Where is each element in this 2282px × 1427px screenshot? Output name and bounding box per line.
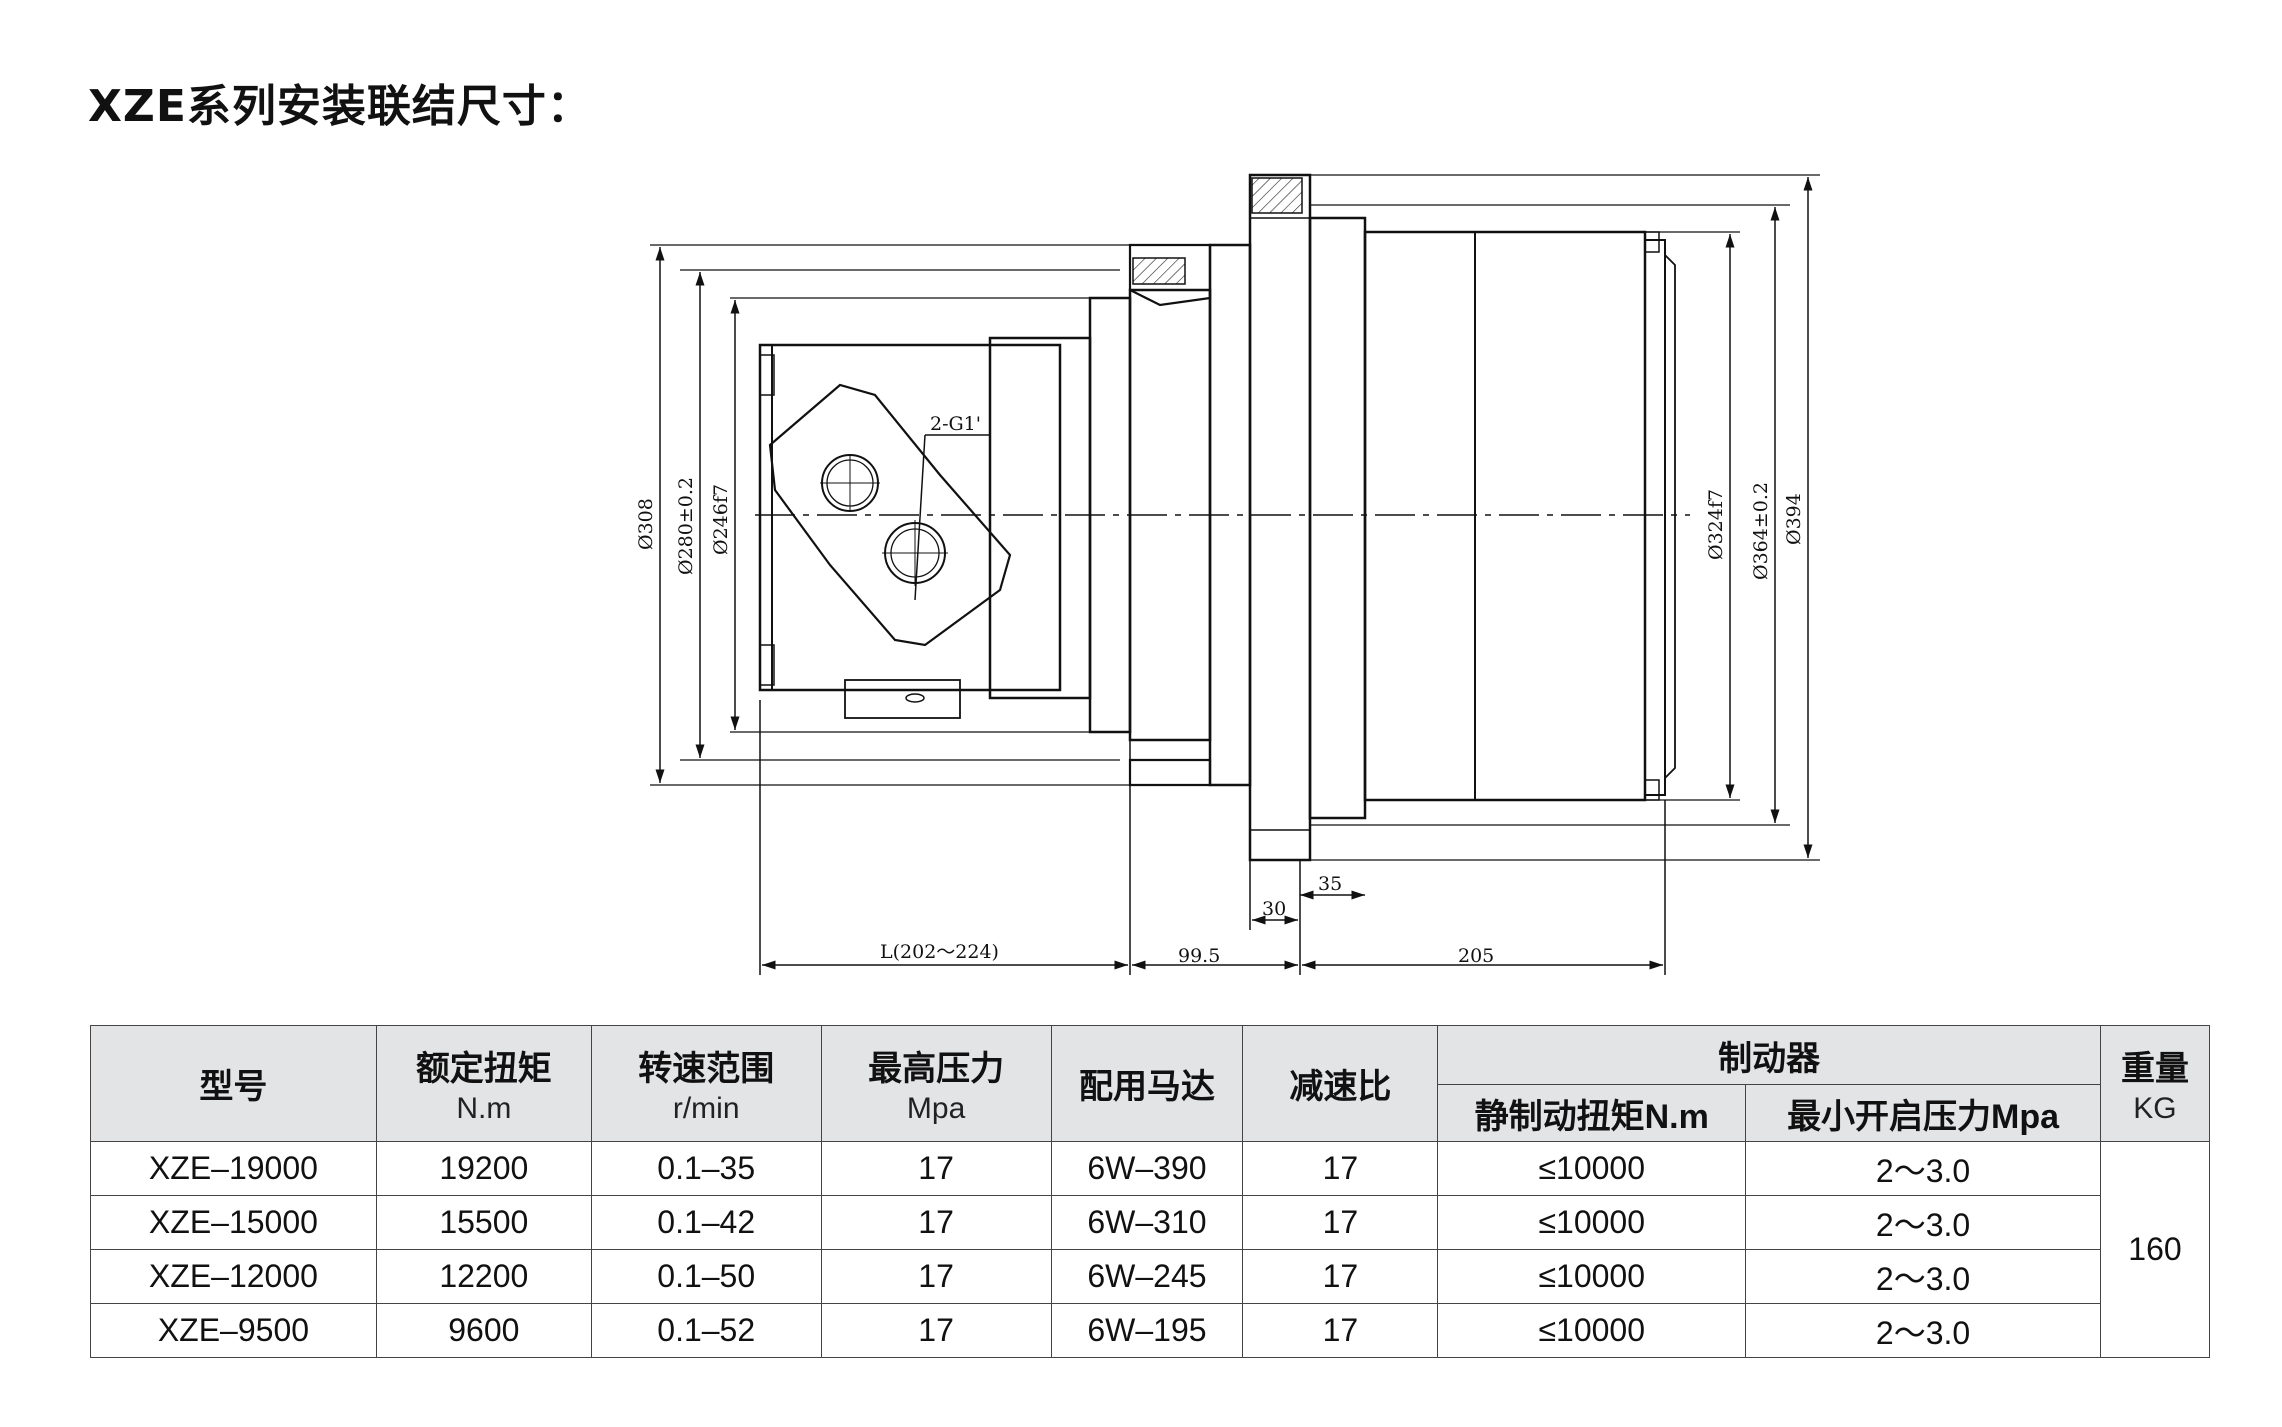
dim-d280: Ø280±0.2 [675, 477, 697, 575]
cell-torque: 12200 [375, 1249, 592, 1304]
cell-motor: 6W–195 [1050, 1303, 1244, 1358]
header-pressure-unit: Mpa [906, 1092, 966, 1125]
page-title: XZE系列安装联结尺寸： [88, 81, 592, 132]
cell-brake-pressure: 2～3.0 [1745, 1141, 2101, 1196]
cell-pressure: 17 [820, 1141, 1052, 1196]
cell-ratio: 17 [1242, 1141, 1439, 1196]
cell-torque: 9600 [375, 1303, 592, 1358]
header-speed-unit: r/min [672, 1092, 740, 1125]
header-brake-torque: 静制动扭矩N.m [1437, 1084, 1747, 1142]
cell-model: XZE–12000 [90, 1249, 377, 1304]
cell-motor: 6W–245 [1050, 1249, 1244, 1304]
cell-brake-torque: ≤10000 [1437, 1303, 1747, 1358]
dim-d394: Ø394 [1783, 493, 1805, 545]
table-row: XZE–19000 19200 0.1–35 17 6W–390 17 ≤100… [90, 1141, 2211, 1358]
dim-99-5: 99.5 [1178, 945, 1220, 967]
cell-brake-pressure: 2～3.0 [1745, 1303, 2101, 1358]
dim-35: 35 [1318, 873, 1342, 895]
cell-model: XZE–19000 [90, 1141, 377, 1196]
spec-table: 型号 额定扭矩 N.m 转速范围 r/min 最高压力 Mpa 配用马达 减速比 制动… [90, 1025, 2211, 1358]
cell-pressure: 17 [820, 1249, 1052, 1304]
header-torque: 额定扭矩 N.m [375, 1025, 592, 1142]
cell-ratio: 17 [1242, 1303, 1439, 1358]
cell-weight: 160 [2099, 1141, 2211, 1358]
header-speed: 转速范围 r/min [590, 1025, 822, 1142]
header-weight-unit: KG [2133, 1092, 2177, 1125]
cell-brake-torque: ≤10000 [1437, 1195, 1747, 1250]
header-pressure-label: 最高压力 [868, 1050, 1005, 1088]
cell-ratio: 17 [1242, 1249, 1439, 1304]
dim-30: 30 [1262, 898, 1286, 920]
header-brake-pressure: 最小开启压力Mpa [1745, 1084, 2101, 1142]
header-brake: 制动器 [1437, 1025, 2101, 1085]
cell-torque: 15500 [375, 1195, 592, 1250]
cell-brake-torque: ≤10000 [1437, 1249, 1747, 1304]
cell-brake-pressure: 2～3.0 [1745, 1249, 2101, 1304]
cell-brake-pressure: 2～3.0 [1745, 1195, 2101, 1250]
port-label: 2-G1' [930, 413, 981, 435]
cell-pressure: 17 [820, 1303, 1052, 1358]
header-speed-label: 转速范围 [638, 1050, 775, 1088]
dim-d308: Ø308 [635, 498, 657, 550]
dim-L: L(202～224) [880, 941, 999, 963]
dim-d246: Ø246f7 [710, 484, 732, 555]
dim-d324: Ø324f7 [1705, 489, 1727, 560]
header-weight: 重量 KG [2099, 1025, 2211, 1142]
technical-drawing: 2-G1' Ø308 Ø280±0.2 Ø246f7 Ø324f7 Ø364±0… [635, 173, 1820, 975]
header-torque-label: 额定扭矩 [415, 1050, 552, 1088]
header-motor: 配用马达 [1050, 1025, 1244, 1142]
dim-d364: Ø364±0.2 [1750, 482, 1772, 580]
header-weight-label: 重量 [2120, 1050, 2189, 1088]
header-pressure: 最高压力 Mpa [820, 1025, 1052, 1142]
cell-speed: 0.1–50 [590, 1249, 822, 1304]
header-ratio: 减速比 [1242, 1025, 1439, 1142]
cell-ratio: 17 [1242, 1195, 1439, 1250]
cell-speed: 0.1–52 [590, 1303, 822, 1358]
header-torque-unit: N.m [456, 1092, 512, 1125]
table-row: XZE–9500 9600 0.1–52 17 6W–195 17 ≤10000… [90, 1303, 2210, 1358]
cell-speed: 0.1–42 [590, 1195, 822, 1250]
cell-brake-torque: ≤10000 [1437, 1141, 1747, 1196]
cell-model: XZE–9500 [90, 1303, 377, 1358]
cell-motor: 6W–390 [1050, 1141, 1244, 1196]
dim-205: 205 [1458, 945, 1494, 967]
table-row: XZE–12000 12200 0.1–50 17 6W–245 17 ≤100… [90, 1249, 2210, 1304]
cell-pressure: 17 [820, 1195, 1052, 1250]
cell-model: XZE–15000 [90, 1195, 377, 1250]
cell-speed: 0.1–35 [590, 1141, 822, 1196]
cell-torque: 19200 [375, 1141, 592, 1196]
table-row: XZE–15000 15500 0.1–42 17 6W–310 17 ≤100… [90, 1195, 2210, 1250]
cell-motor: 6W–310 [1050, 1195, 1244, 1250]
header-model: 型号 [90, 1025, 377, 1142]
